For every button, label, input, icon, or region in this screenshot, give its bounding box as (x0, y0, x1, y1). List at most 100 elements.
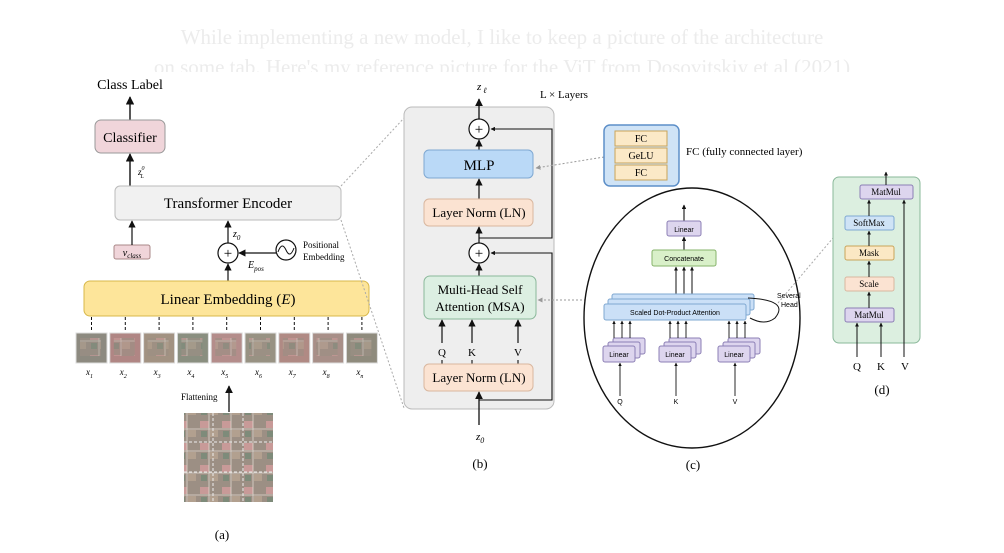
patch-label: x6 (254, 367, 262, 380)
k-label-d: K (877, 361, 885, 373)
linear-projection-box (602, 345, 636, 363)
vclass-token-label: vclass (123, 248, 142, 260)
image-patch-texture (113, 338, 135, 356)
head-label: Head (781, 302, 798, 309)
caption-d: (d) (874, 382, 889, 397)
image-patch-texture (316, 338, 338, 356)
matmul-top-label: MatMul (871, 187, 901, 197)
class-label: Class Label (97, 78, 163, 93)
msa-label-1: Multi-Head Self (438, 282, 524, 297)
gelu-box (614, 147, 668, 164)
v-label-d: V (901, 361, 909, 373)
linear-top-label: Linear (674, 227, 694, 234)
linear-projection-box (717, 345, 751, 363)
patch-label: x7 (288, 367, 297, 380)
z0-input-label: z0 (475, 431, 484, 445)
z0-label: z0 (232, 229, 241, 242)
residual-path-top (479, 126, 553, 239)
patch-label: xn (355, 367, 363, 380)
connector-encoder-bottom (340, 219, 405, 409)
flattening-label: Flattening (181, 392, 218, 402)
add-position-plus: + (224, 246, 232, 262)
several-head-arc (747, 297, 780, 323)
sine-wave-icon (277, 245, 295, 255)
positional-label: Positional (303, 240, 340, 250)
linear-embedding-box (83, 280, 370, 317)
panel-c: Linear Concatenate Scaled Dot-Product At… (583, 187, 801, 472)
patch-label: x8 (322, 367, 330, 380)
linear-projection-label: Linear (609, 352, 629, 359)
patch-label: x4 (186, 367, 194, 380)
fc-group: FC GeLU FC FC (fully connected layer) (603, 124, 803, 187)
concatenate-label: Concatenate (664, 256, 704, 263)
image-patch-texture (147, 338, 169, 356)
patch-label: x1 (85, 367, 93, 380)
v-label-b: V (514, 347, 522, 359)
residual-add-bottom-plus: + (475, 246, 483, 262)
sdpa-label: Scaled Dot-Product Attention (630, 310, 720, 317)
overlay-line-1: While implementing a new model, I like t… (180, 25, 824, 49)
v-label-c: V (733, 399, 738, 406)
concatenate-box (651, 249, 717, 267)
classifier-label: Classifier (103, 131, 157, 146)
panel-d: MatMul SoftMax Mask Scale MatMul Q K V (… (832, 171, 921, 397)
residual-add-top-plus: + (475, 122, 483, 138)
layer-norm-bottom-label: Layer Norm (LN) (432, 370, 525, 385)
connector-encoder-top (340, 117, 405, 187)
epos-label: Epos (247, 260, 264, 273)
mlp-label: MLP (464, 158, 495, 174)
caption-a: (a) (215, 527, 229, 542)
connector-fc-to-mlp (535, 156, 605, 170)
image-patch-texture (249, 338, 270, 356)
k-label-b: K (468, 347, 476, 359)
layer-norm-top-label: Layer Norm (LN) (432, 205, 525, 220)
image-patch-texture (181, 338, 203, 356)
fc-bottom-label: FC (635, 168, 648, 179)
image-patch-texture (215, 338, 237, 356)
softmax-label: SoftMax (853, 218, 885, 228)
k-label-c: K (674, 399, 679, 406)
q-label-c: Q (617, 399, 623, 406)
transformer-encoder-box (114, 185, 342, 221)
several-label: Several (777, 293, 801, 300)
q-label-b: Q (438, 347, 446, 359)
fc-bottom-box (614, 164, 668, 181)
msa-label-2: Attention (MSA) (435, 299, 524, 314)
scale-label: Scale (859, 279, 879, 289)
input-image (184, 413, 273, 502)
linear-top-box (666, 220, 702, 237)
fc-top-box (614, 130, 668, 147)
layer-norm-bottom-box (423, 363, 534, 392)
patch-label: x3 (153, 367, 161, 380)
image-patch-texture (350, 338, 372, 356)
linear-projection-box (658, 345, 692, 363)
layers-label: L × Layers (540, 89, 588, 101)
layer-norm-top-box (423, 198, 534, 227)
residual-add-bottom (468, 242, 490, 264)
linear-embedding-label: Linear Embedding (E) (161, 292, 296, 308)
sdpa-box (603, 303, 747, 321)
caption-b: (b) (472, 456, 487, 471)
matmul-bottom-label: MatMul (854, 310, 884, 320)
classifier-box (94, 119, 166, 154)
patch-label: x2 (119, 367, 127, 380)
mlp-box (423, 149, 534, 179)
q-label-d: Q (853, 361, 861, 373)
fc-top-label: FC (635, 134, 648, 145)
image-patch-texture (80, 338, 101, 356)
residual-add-top (468, 118, 490, 140)
gelu-label: GeLU (629, 151, 655, 162)
overlay-caption: While implementing a new model, I like t… (0, 22, 1004, 72)
transformer-encoder-label: Transformer Encoder (164, 196, 292, 212)
msa-box (423, 275, 537, 320)
patch-row: x1 x2 x3 x4 x5 x6 x7 x8 xn (75, 317, 378, 380)
overlay-line-2: on some tab. Here's my reference picture… (153, 55, 851, 72)
patch-label: x5 (220, 367, 228, 380)
image-patch-texture (282, 338, 304, 356)
embedding-label: Embedding (303, 252, 345, 262)
